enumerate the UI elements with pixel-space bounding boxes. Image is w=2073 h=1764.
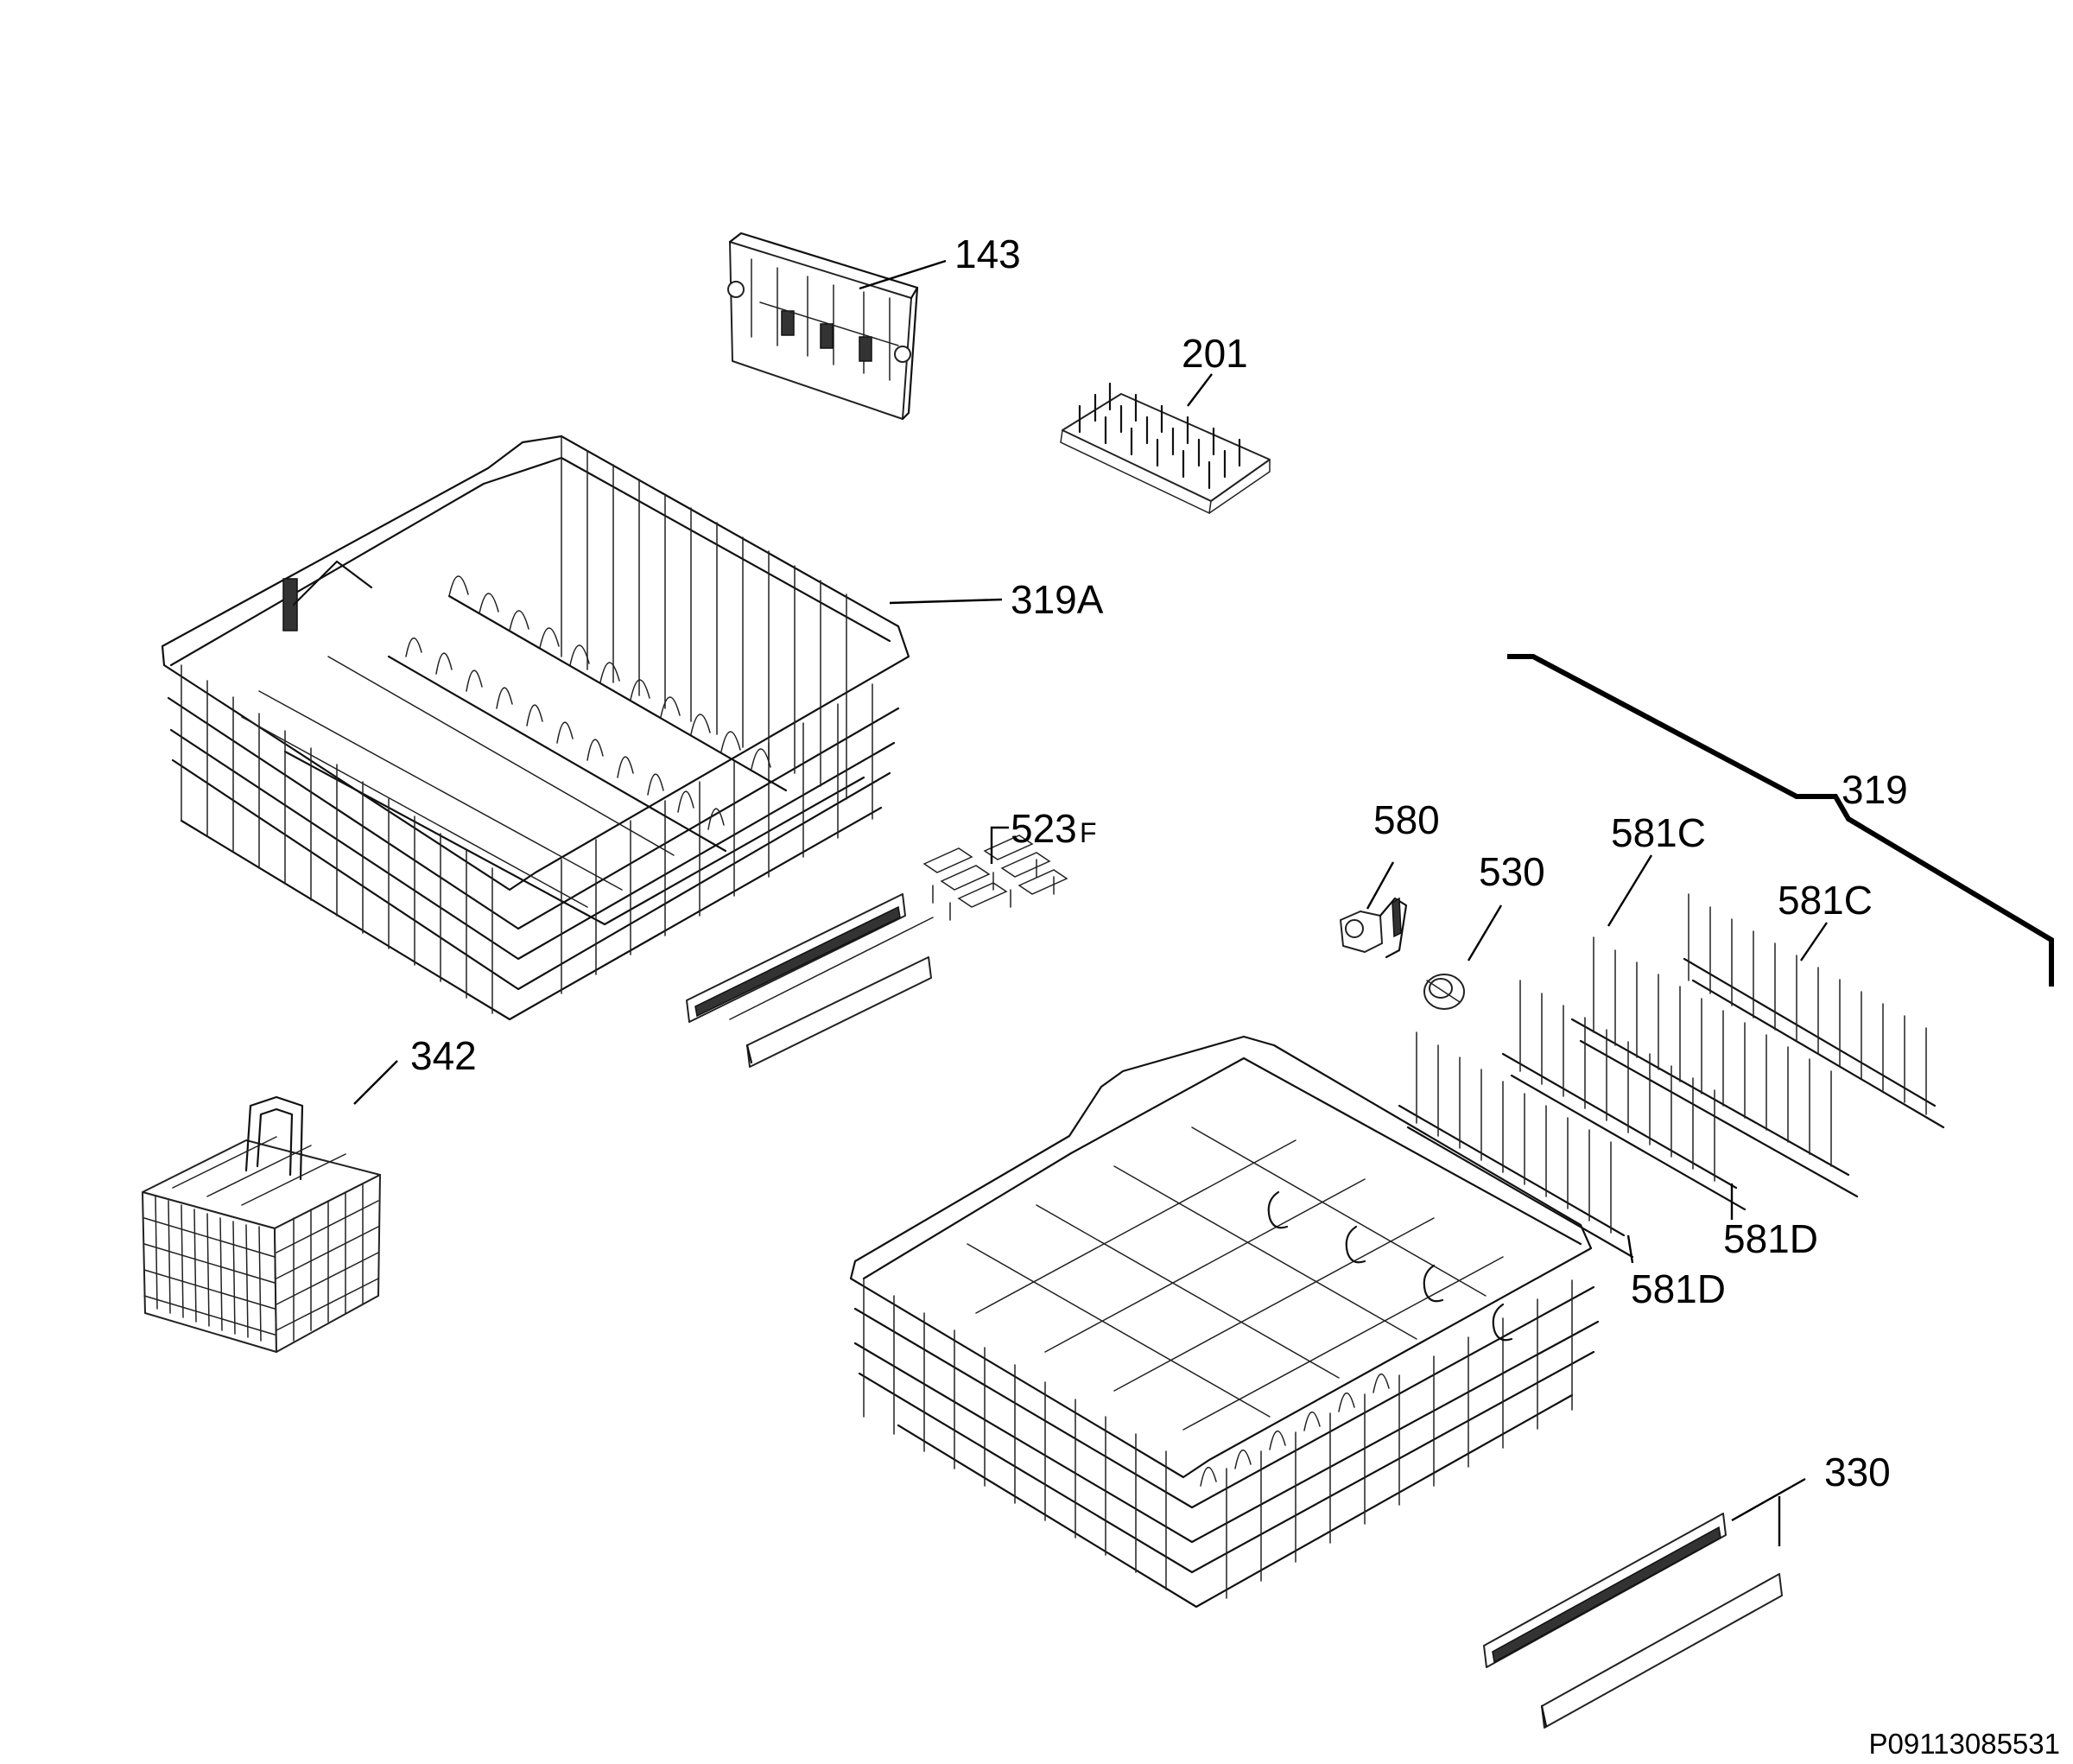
part-319A-upper-basket[interactable] <box>161 435 910 1021</box>
part-201-tine-insert[interactable] <box>1060 382 1271 515</box>
label-581C-b[interactable]: 581C <box>1778 878 1873 923</box>
leader-580 <box>1366 861 1395 910</box>
leader-342 <box>353 1060 398 1105</box>
leader-330 <box>1731 1477 1806 1546</box>
label-319[interactable]: 319 <box>1842 767 1908 812</box>
part-581D-tine-row-mid[interactable] <box>1501 980 1747 1211</box>
label-581C-a[interactable]: 581C <box>1611 810 1706 855</box>
leader-581D-b <box>1626 1234 1634 1264</box>
label-201[interactable]: 201 <box>1182 331 1248 376</box>
part-523F-clips <box>922 834 1068 921</box>
part-143-rail-bracket[interactable] <box>727 232 919 421</box>
leader-201 <box>1187 373 1213 407</box>
part-581C-tine-row-upper[interactable] <box>1570 936 1859 1198</box>
leader-523F <box>990 826 1009 864</box>
lower-basket[interactable] <box>849 1035 1600 1609</box>
part-342-cutlery-basket[interactable] <box>142 1095 381 1353</box>
label-581D-a[interactable]: 581D <box>1723 1216 1818 1261</box>
leader-319A <box>889 598 1003 605</box>
part-330-lower-rail[interactable] <box>1483 1513 1783 1729</box>
part-523F-rail-and-clips[interactable] <box>686 834 1068 1068</box>
boundary-line-319 <box>1507 654 2054 987</box>
label-330[interactable]: 330 <box>1824 1450 1891 1494</box>
label-342[interactable]: 342 <box>410 1033 477 1078</box>
label-143[interactable]: 143 <box>954 232 1021 276</box>
diagram-code: P09113085531 <box>1869 1728 2060 1760</box>
leader-143 <box>859 259 947 290</box>
label-523[interactable]: 523 <box>1011 806 1077 851</box>
part-581C-tine-row-right[interactable] <box>1683 893 1945 1129</box>
part-530-wheel[interactable] <box>1423 974 1465 1010</box>
part-580-wheel-holder[interactable] <box>1340 897 1408 959</box>
label-319A[interactable]: 319A <box>1011 577 1104 622</box>
label-523-suffix: F <box>1080 817 1097 848</box>
label-581D-b[interactable]: 581D <box>1631 1266 1726 1311</box>
leader-530 <box>1467 904 1503 961</box>
part-581D-tine-row-lower[interactable] <box>1398 1031 1634 1259</box>
leader-581C-a <box>1607 854 1653 927</box>
label-530[interactable]: 530 <box>1479 849 1545 894</box>
label-580[interactable]: 580 <box>1373 797 1440 842</box>
leader-581C-b <box>1800 922 1828 961</box>
